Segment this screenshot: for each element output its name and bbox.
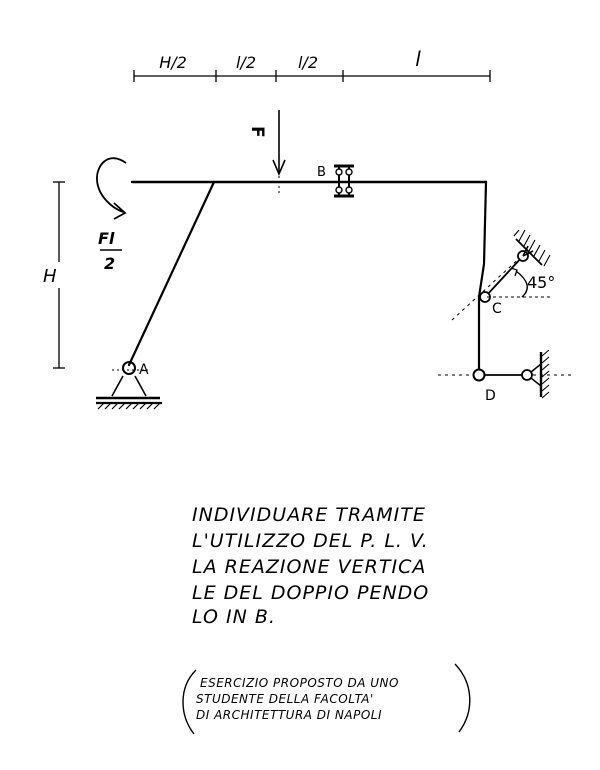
right-column [477,180,488,377]
force-label: F [247,126,267,138]
load-arrow [272,110,286,177]
point-label-a: A [139,362,149,378]
moment-label-denominator: 2 [104,254,115,273]
wall-hatch-d [541,349,550,399]
moment-label-numerator: Fl [98,229,115,248]
dim-label-h-half: H/2 [159,53,187,72]
inclined-pendulum-c [479,238,543,303]
frame [127,180,488,377]
dim-label-l-half-2: l/2 [298,53,318,72]
note-line: ESERCIZIO PROPOSTO DA UNO [200,676,399,690]
top-dimension-line [133,70,491,82]
double-pendulum-b [334,164,354,198]
note-line: STUDENTE DELLA FACOLTA' [196,692,374,706]
task-line: LE DEL DOPPIO PENDO [192,582,430,604]
dim-label-l-half-1: l/2 [236,53,256,72]
angle-label: 45° [527,273,555,292]
task-line: L'UTILIZZO DEL P. L. V. [192,530,429,552]
task-line: LA REAZIONE VERTICA [192,556,427,578]
note-left-paren [182,669,197,735]
moment-arrow [96,157,127,213]
hinge-support-a [96,361,162,405]
ground-hatch-a [97,402,161,410]
point-label-c: C [492,301,502,317]
point-label-d: D [485,388,496,404]
angle-indicator [487,267,552,298]
note-line: DI ARCHITETTURA DI NAPOLI [196,708,382,722]
dim-label-height: H [43,266,57,287]
point-label-b: B [317,165,326,180]
task-line: INDIVIDUARE TRAMITE [192,504,426,526]
dim-label-l: l [415,47,421,71]
inclined-column [127,180,216,367]
task-line: LO IN B. [192,606,276,628]
inclined-wall-hatch [513,229,551,267]
horizontal-pendulum-d [472,352,543,397]
note-right-paren [454,663,471,733]
